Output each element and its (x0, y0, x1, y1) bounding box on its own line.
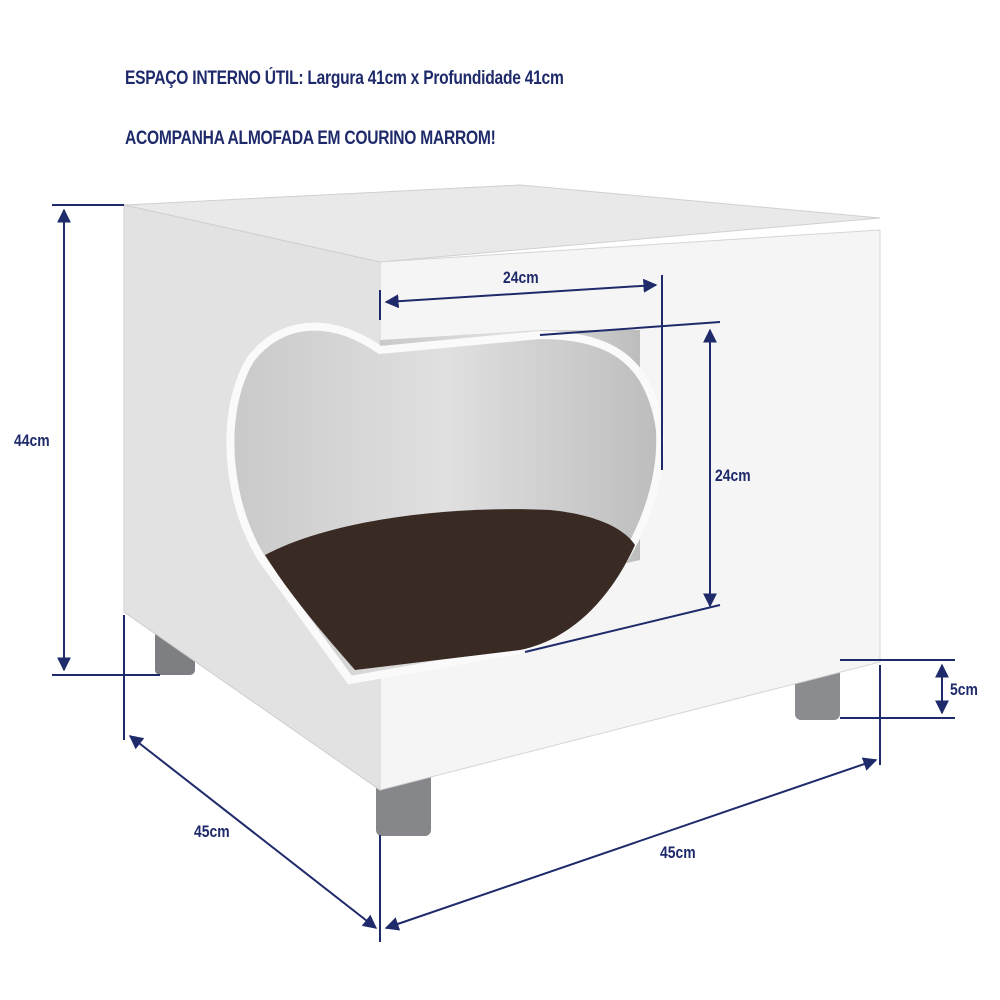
width-dimension-line (384, 757, 878, 931)
opening-height-label: 24cm (715, 466, 751, 485)
opening-height-extension-top (539, 321, 721, 336)
opening-width-label: 24cm (503, 268, 539, 287)
leg-height-label: 5cm (950, 680, 978, 699)
opening-height-extension-bottom (524, 604, 721, 653)
width-label: 45cm (660, 843, 696, 862)
height-label: 44cm (14, 431, 50, 450)
internal-space-heading: ESPAÇO INTERNO ÚTIL: Largura 41cm x Prof… (125, 68, 564, 89)
depth-label: 45cm (194, 822, 230, 841)
cushion (265, 509, 635, 670)
opening-width-dimension-line (384, 278, 658, 309)
depth-dimension-line (128, 735, 378, 929)
cushion-note-heading: ACOMPANHA ALMOFADA EM COURINO MARROM! (125, 128, 496, 149)
